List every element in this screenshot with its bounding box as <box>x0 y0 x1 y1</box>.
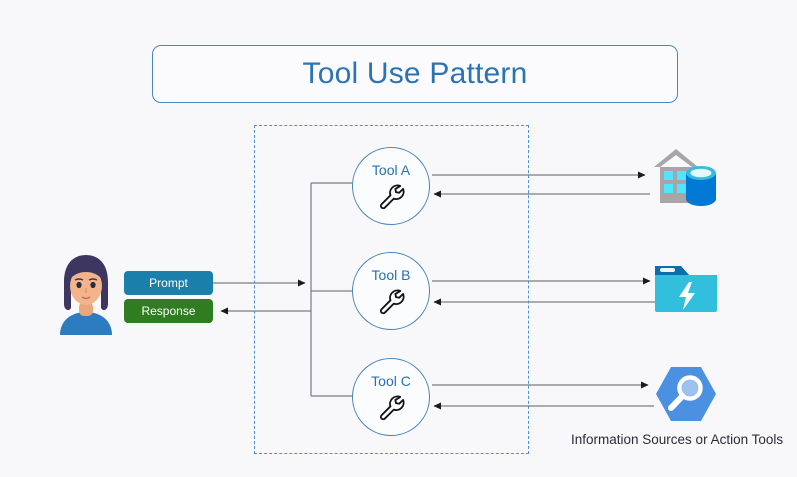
logic-app-folder-lightning-icon[interactable] <box>655 262 717 314</box>
tool-node-b[interactable]: Tool B <box>352 252 430 330</box>
resources-caption: Information Sources or Action Tools <box>571 432 784 447</box>
tool-a-label: Tool A <box>371 161 411 178</box>
prompt-label-box[interactable]: Prompt <box>124 271 213 295</box>
tool-node-a[interactable]: Tool A <box>352 147 430 225</box>
wrench-icon <box>379 184 405 209</box>
avatar-shirt <box>60 312 112 335</box>
response-label-box[interactable]: Response <box>124 299 213 323</box>
cognitive-search-hexagon-icon[interactable] <box>654 365 718 423</box>
tool-b-label: Tool B <box>371 266 411 283</box>
prompt-label: Prompt <box>149 276 188 290</box>
wrench-icon <box>379 289 405 314</box>
tool-node-c[interactable]: Tool C <box>352 358 430 436</box>
user-avatar <box>54 252 118 335</box>
page-title: Tool Use Pattern <box>302 57 528 90</box>
tool-c-label: Tool C <box>371 372 411 389</box>
avatar-face <box>70 267 102 305</box>
response-label: Response <box>141 304 196 318</box>
page-title-box: Tool Use Pattern <box>152 45 678 103</box>
agent-boundary-box <box>254 125 529 454</box>
data-warehouse-icon[interactable] <box>650 145 722 211</box>
wrench-icon <box>379 395 405 420</box>
